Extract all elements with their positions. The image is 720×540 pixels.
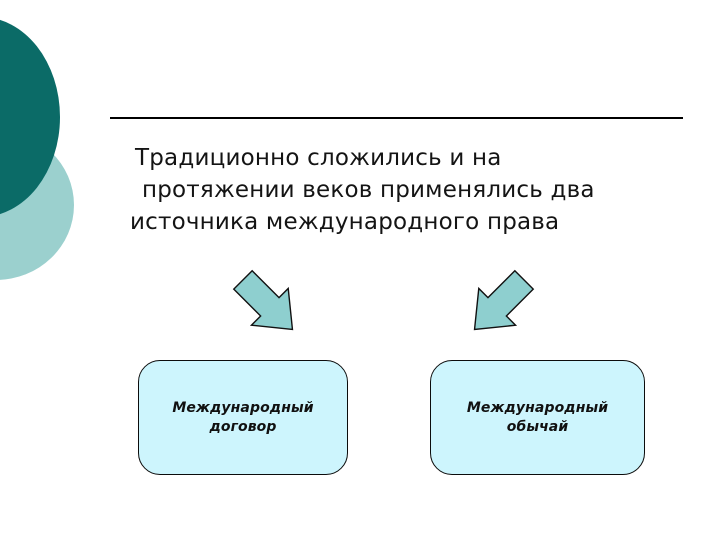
arrow-down-left-icon — [225, 262, 309, 346]
page-title: Традиционно сложились и на протяжении ве… — [118, 142, 688, 238]
title-line-3: источника международного права — [130, 209, 560, 235]
title-line-2: протяжении веков применялись два — [142, 177, 595, 203]
title-divider-line — [110, 117, 683, 119]
box-international-treaty-label: Международный договор — [172, 399, 314, 435]
box-international-treaty[interactable]: Международный договор — [138, 360, 348, 475]
box-international-custom-label: Международный обычай — [466, 399, 609, 435]
arrow-down-right-icon — [458, 262, 542, 346]
box-international-custom[interactable]: Международный обычай — [430, 360, 645, 475]
title-line-1: Традиционно сложились и на — [135, 145, 502, 171]
